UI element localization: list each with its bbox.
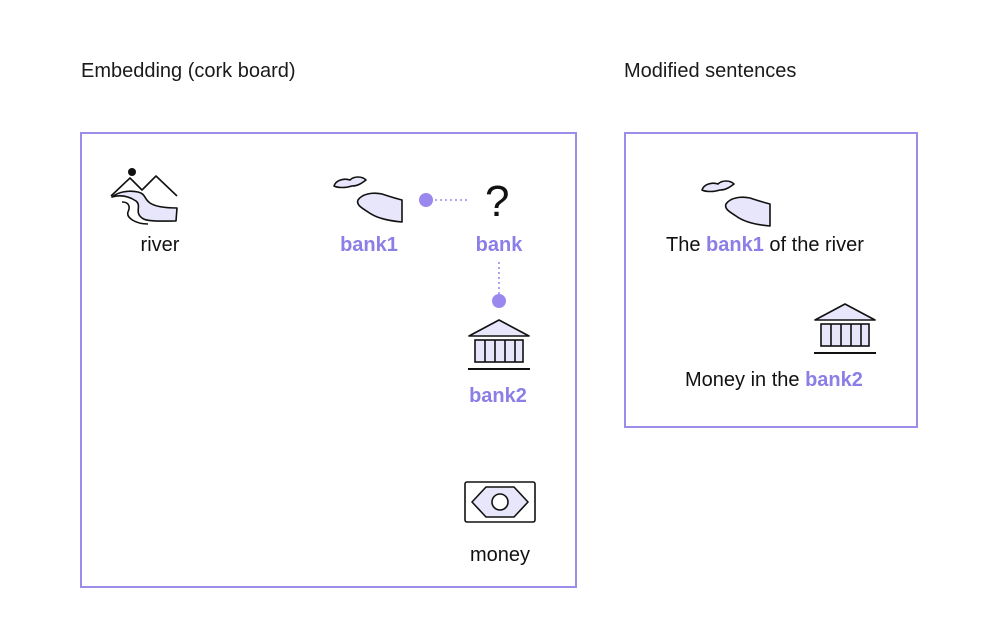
sentence-bank2-pre: Money in the — [685, 369, 806, 391]
river-icon — [110, 168, 178, 225]
bank-building-icon — [814, 303, 876, 354]
embedding-board: river bank1 ? bank bank2 money — [80, 132, 577, 588]
money-bill-icon — [464, 481, 536, 523]
sentences-panel: The bank1 of the river Money in the bank… — [624, 132, 918, 428]
bank1-label: bank1 — [340, 234, 398, 256]
sentence-bank1: The bank1 of the river — [666, 234, 864, 257]
embedding-heading: Embedding (cork board) — [81, 60, 296, 82]
riverbank-icon — [333, 176, 403, 223]
sentence-bank1-post: of the river — [763, 234, 864, 256]
sentence-bank1-word: bank1 — [706, 234, 764, 256]
riverbank-icon — [701, 180, 771, 227]
sentence-bank2-word: bank2 — [805, 369, 863, 391]
river-label: river — [140, 234, 180, 256]
sentence-bank2: Money in the bank2 — [685, 369, 863, 392]
bank-label: bank — [475, 234, 523, 256]
bank2-label: bank2 — [469, 385, 527, 407]
bank-bank2-connector — [492, 262, 506, 308]
money-label: money — [469, 544, 531, 566]
sentences-heading: Modified sentences — [624, 60, 797, 82]
bank-building-icon — [468, 319, 530, 370]
bank1-bank-connector — [419, 193, 468, 207]
question-mark: ? — [485, 177, 510, 226]
sentence-bank1-pre: The — [666, 234, 707, 256]
